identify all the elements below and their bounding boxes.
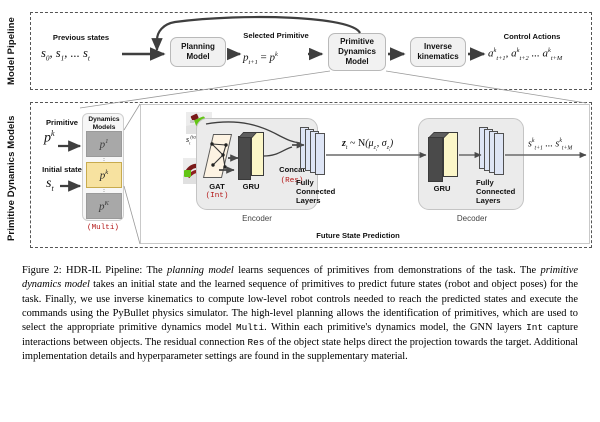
control-actions-math: akt+1, akt+2 ... akt+M <box>488 47 563 62</box>
future-state-prediction-label: Future State Prediction <box>316 231 400 240</box>
previous-states-label: Previous states <box>52 33 110 42</box>
encoder-gru-block[interactable] <box>238 132 264 180</box>
dynamics-model-cell-p1[interactable]: p1 <box>86 131 122 157</box>
caption-em-primitive-dynamics-model: primitive dynamics model <box>22 265 579 291</box>
planning-model-box[interactable]: Planning Model <box>170 37 226 67</box>
inverse-kinematics-box[interactable]: Inverse kinematics <box>410 37 466 67</box>
encoder-fc-label: Fully Connected Layers <box>296 178 336 206</box>
res-tag: (Res) <box>280 177 304 185</box>
section-label-model-pipeline: Model Pipeline <box>6 17 17 85</box>
encoder-label: Encoder <box>242 214 272 223</box>
primitive-dynamics-model-label: Primitive Dynamics Model <box>338 37 376 66</box>
encoder-fc-block[interactable] <box>300 127 326 175</box>
previous-states-math: s0, s1, ... st <box>41 46 90 63</box>
encoder-gru-label: GRU <box>242 182 260 191</box>
gat-label: GAT <box>209 182 225 191</box>
caption-text-2: takes an initial state and the learned s… <box>22 279 578 334</box>
gat-tag: (Int) <box>205 192 229 200</box>
planning-model-label: Planning Model <box>181 42 215 61</box>
caption-mono-multi: Multi <box>236 322 265 334</box>
decoder-gru-block[interactable] <box>428 132 458 182</box>
dynamics-model-cell-pk[interactable]: pk <box>86 162 122 188</box>
caption-mono-int: Int <box>526 322 544 334</box>
stack-dots-upper: ⋮ <box>83 157 125 165</box>
caption-text-4: capture interactions between objects. Th… <box>22 322 578 348</box>
selected-primitive-math: pt+1 = pk <box>243 51 278 66</box>
gat-graph-icon <box>210 142 228 169</box>
decoder-output-math: skt+1 ... skt+M <box>528 138 573 152</box>
decoder-gru-label: GRU <box>433 184 451 193</box>
section-label-primitive-dynamics-models: Primitive Dynamics Models <box>6 115 17 241</box>
caption-text-5: of the object state helps direct the pro… <box>22 336 578 363</box>
caption-prefix: Figure 2: HDR-IL Pipeline: The <box>22 265 168 276</box>
concat-label: Concat <box>279 165 305 174</box>
primitive-input-math: pk <box>44 129 55 146</box>
dynamics-models-stack[interactable]: Dynamics Models p1 ⋮ pk ⋮ pK <box>82 113 124 221</box>
multi-tag: (Multi) <box>87 224 119 232</box>
latent-variable-math: zt ~ N(μzt, σzt) <box>342 138 394 153</box>
caption-mono-res: Res <box>247 336 265 348</box>
inverse-kinematics-label: Inverse kinematics <box>417 42 459 61</box>
decoder-label: Decoder <box>456 214 488 223</box>
primitive-input-label: Primitive <box>45 118 79 127</box>
caption-text-1: learns sequences of primitives from demo… <box>233 265 541 276</box>
selected-primitive-label: Selected Primitive <box>243 31 309 40</box>
initial-state-label: Initial state <box>42 165 82 174</box>
dynamics-models-title: Dynamics Models <box>88 116 120 131</box>
control-actions-label: Control Actions <box>503 32 561 41</box>
decoder-fc-block[interactable] <box>479 127 505 175</box>
caption-text-3: . Within each primitive's dynamics model… <box>264 322 527 334</box>
decoder-fc-label: Fully Connected Layers <box>476 178 516 206</box>
figure-caption: Figure 2: HDR-IL Pipeline: The planning … <box>22 264 578 365</box>
dynamics-model-cell-pK[interactable]: pK <box>86 193 122 219</box>
caption-em-planning-model: planning model <box>167 265 234 276</box>
primitive-dynamics-model-box[interactable]: Primitive Dynamics Model <box>328 33 386 71</box>
initial-state-math: st <box>46 176 54 193</box>
stack-dots-lower: ⋮ <box>83 188 125 196</box>
figure-diagram: Model Pipeline Primitive Dynamics Models… <box>6 12 592 248</box>
